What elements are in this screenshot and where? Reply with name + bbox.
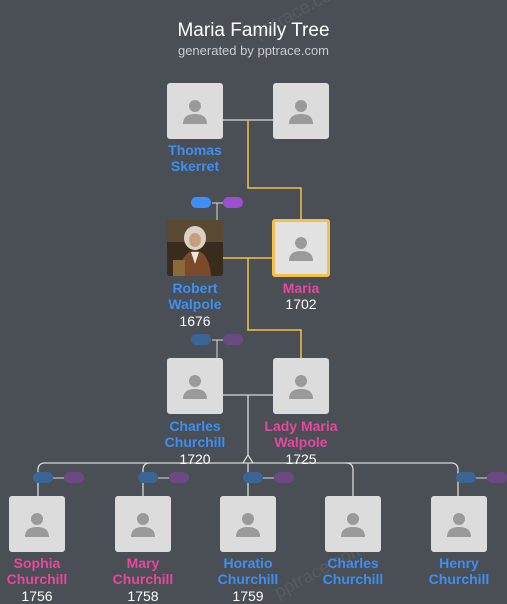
- portrait-icon: [167, 220, 223, 276]
- expand-toggle-blue[interactable]: [456, 472, 476, 483]
- person-card-sophia-churchill[interactable]: [9, 496, 65, 552]
- person-silhouette-icon: [183, 100, 207, 124]
- person-silhouette-icon: [131, 513, 155, 537]
- expand-toggle-blue[interactable]: [138, 472, 158, 483]
- expand-toggle-purple[interactable]: [169, 472, 189, 483]
- expand-toggle-purple[interactable]: [274, 472, 294, 483]
- expand-toggle-purple[interactable]: [223, 197, 243, 208]
- person-silhouette-icon: [289, 237, 313, 261]
- page-subtitle: generated by pptrace.com: [177, 43, 330, 58]
- person-card-horatio-churchill[interactable]: [220, 496, 276, 552]
- person-silhouette-icon: [341, 513, 365, 537]
- expand-toggle-purple[interactable]: [487, 472, 507, 483]
- birth-year: 1702: [285, 296, 317, 312]
- expand-toggle-blue[interactable]: [191, 197, 211, 208]
- person-silhouette-icon: [183, 375, 207, 399]
- person-card-charles-churchill[interactable]: [167, 358, 223, 414]
- highlight-line: [247, 258, 302, 358]
- person-card-charles-churchill-jr[interactable]: [325, 496, 381, 552]
- person-card-thomas-skerret[interactable]: [167, 83, 223, 139]
- expand-toggle-blue[interactable]: [243, 472, 263, 483]
- person-name[interactable]: Maria: [282, 280, 320, 296]
- person-silhouette-icon: [447, 513, 471, 537]
- person-card-lady-maria-walpole[interactable]: [273, 358, 329, 414]
- person-silhouette-icon: [25, 513, 49, 537]
- expand-toggle-purple[interactable]: [64, 472, 84, 483]
- person-card-unknown[interactable]: [273, 83, 329, 139]
- portrait-photo[interactable]: [167, 220, 223, 276]
- expand-toggle-blue[interactable]: [191, 334, 211, 345]
- birth-year: 1759: [232, 588, 264, 604]
- birth-year: 1758: [127, 588, 159, 604]
- birth-year: 1676: [179, 313, 211, 329]
- page-title: Maria Family Tree: [177, 20, 330, 41]
- birth-year: 1756: [21, 588, 53, 604]
- birth-year: 1720: [179, 451, 211, 467]
- person-card-maria-selected[interactable]: [272, 219, 330, 277]
- person-silhouette-icon: [289, 375, 313, 399]
- person-card-henry-churchill[interactable]: [431, 496, 487, 552]
- expand-toggle-purple[interactable]: [223, 334, 243, 345]
- birth-year: 1725: [285, 451, 317, 467]
- person-silhouette-icon: [289, 100, 313, 124]
- highlight-line: [247, 120, 302, 222]
- expand-toggle-blue[interactable]: [33, 472, 53, 483]
- person-card-mary-churchill[interactable]: [115, 496, 171, 552]
- person-silhouette-icon: [236, 513, 260, 537]
